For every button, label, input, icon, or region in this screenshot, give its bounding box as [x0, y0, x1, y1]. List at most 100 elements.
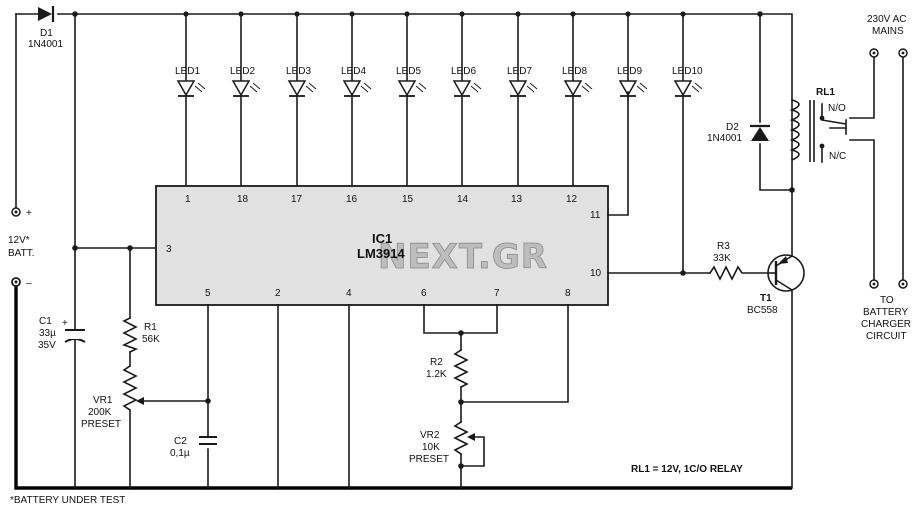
ic1-ref: IC1: [372, 231, 392, 246]
ic-pin-7: 7: [494, 288, 500, 299]
r3-value: 33K: [713, 253, 731, 264]
mains-label-line1: 230V AC: [867, 14, 906, 25]
junction-pin67: [458, 330, 464, 336]
led-label: LED8: [562, 66, 587, 77]
c2-ref: C2: [174, 436, 187, 447]
battery-label-line2: BATT.: [8, 248, 34, 259]
relay-branch-wire: [759, 13, 793, 257]
d1-part: 1N4001: [28, 39, 63, 50]
led-label: LED10: [672, 66, 703, 77]
charger-label-line4: CIRCUIT: [866, 331, 907, 342]
ic-pin-16: 16: [346, 194, 358, 205]
r1-ref: R1: [144, 322, 157, 333]
led-label: LED6: [451, 66, 476, 77]
junction-pin8: [458, 399, 464, 405]
resistor-r2: R2 1.2K: [426, 348, 469, 389]
led-2: LED2: [230, 11, 261, 187]
charger-label-line1: TO: [880, 295, 894, 306]
vr1-ref: VR1: [93, 395, 113, 406]
relay-note: RL1 = 12V, 1C/O RELAY: [631, 464, 743, 475]
led-label: LED3: [286, 66, 311, 77]
ic-pin-18: 18: [237, 194, 249, 205]
charger-wire-1: [849, 139, 875, 281]
r2-value: 1.2K: [426, 369, 447, 380]
led-label: LED5: [396, 66, 421, 77]
junction-relay-top: [757, 11, 763, 17]
preset-vr1: VR1 200K PRESET: [81, 364, 209, 430]
battery-label-line1: 12V*: [8, 235, 30, 246]
charger-terminals: TO BATTERY CHARGER CIRCUIT: [861, 279, 911, 342]
ic-bottom-pin-numbers: 5 2 4 6 7 8: [205, 288, 571, 299]
ic-pin-17: 17: [291, 194, 303, 205]
mains-wire-1: [849, 56, 875, 119]
led-4: LED4: [341, 11, 372, 187]
ic-pin-1: 1: [185, 194, 191, 205]
capacitor-c1: + C1 33µ 35V: [38, 316, 86, 351]
c2-value: 0,1µ: [170, 448, 190, 459]
led-label: LED4: [341, 66, 366, 77]
relay-no: N/O: [828, 103, 846, 114]
d2-ref: D2: [726, 122, 739, 133]
led-label: LED9: [617, 66, 642, 77]
footnote: *BATTERY UNDER TEST: [10, 495, 125, 506]
r1-value: 56K: [142, 334, 160, 345]
battery-minus-sign: –: [26, 278, 32, 289]
led-label: LED2: [230, 66, 255, 77]
led-array: LED1 LED2 LED3 LED4 LED5 LED6 LED7 LED8 LED9 LED1…: [175, 11, 703, 187]
ic-pin-13: 13: [511, 194, 523, 205]
vr2-value: 10K: [422, 442, 440, 453]
led-7: LED7: [507, 11, 538, 187]
pin8-wire: [460, 304, 569, 423]
ic-pin-6: 6: [421, 288, 427, 299]
pin11-wire: [607, 91, 629, 216]
watermark: NEXT.GR: [378, 237, 548, 277]
t1-ref: T1: [760, 293, 772, 304]
mains-label-line2: MAINS: [872, 26, 904, 37]
battery-plus-sign: +: [26, 208, 32, 219]
ic1-part: LM3914: [357, 246, 405, 261]
led-label: LED7: [507, 66, 532, 77]
led-9: LED9: [617, 11, 648, 101]
ic-pin-4: 4: [346, 288, 352, 299]
resistor-r1: R1 56K: [121, 316, 160, 354]
diode-d2: D2 1N4001: [707, 122, 770, 144]
led-label: LED1: [175, 66, 200, 77]
junction-r1: [127, 245, 133, 251]
pin3-wire: [74, 13, 157, 489]
d1-ref: D1: [40, 28, 53, 39]
led-8: LED8: [562, 11, 593, 187]
positive-rail: [15, 13, 793, 191]
ground-rail: [14, 282, 792, 490]
ic-pin-14: 14: [457, 194, 469, 205]
battery-terminals: + – 12V* BATT.: [8, 207, 34, 289]
d2-part: 1N4001: [707, 133, 742, 144]
pin6-pin7-wire: [423, 304, 498, 351]
capacitor-c2: C2 0,1µ: [170, 436, 217, 459]
preset-vr2: VR2 10K PRESET: [409, 420, 485, 489]
c1-plus: +: [62, 318, 68, 329]
resistor-r3: R3 33K: [708, 241, 769, 281]
ic-pin-5: 5: [205, 288, 211, 299]
ic-pin-11: 11: [590, 210, 601, 221]
ic-pin-3: 3: [166, 244, 172, 255]
relay-rl1: RL1 N/O N/C: [789, 87, 847, 163]
junction-pin5: [205, 398, 211, 404]
ic-pin-10: 10: [590, 268, 602, 279]
junction-relay-bottom: [789, 187, 795, 193]
ic-pin-8: 8: [565, 288, 571, 299]
t1-part: BC558: [747, 305, 778, 316]
ic-pin-2: 2: [275, 288, 281, 299]
vr1-value: 200K: [88, 407, 112, 418]
junction-led10: [680, 270, 686, 276]
mains-terminals: 230V AC MAINS: [867, 14, 908, 58]
vr2-ref: VR2: [420, 430, 440, 441]
charger-label-line3: CHARGER: [861, 319, 911, 330]
c1-voltage: 35V: [38, 340, 56, 351]
ic-pin-15: 15: [402, 194, 414, 205]
led-5: LED5: [396, 11, 427, 187]
junction-top-left: [72, 11, 78, 17]
r2-ref: R2: [430, 357, 443, 368]
